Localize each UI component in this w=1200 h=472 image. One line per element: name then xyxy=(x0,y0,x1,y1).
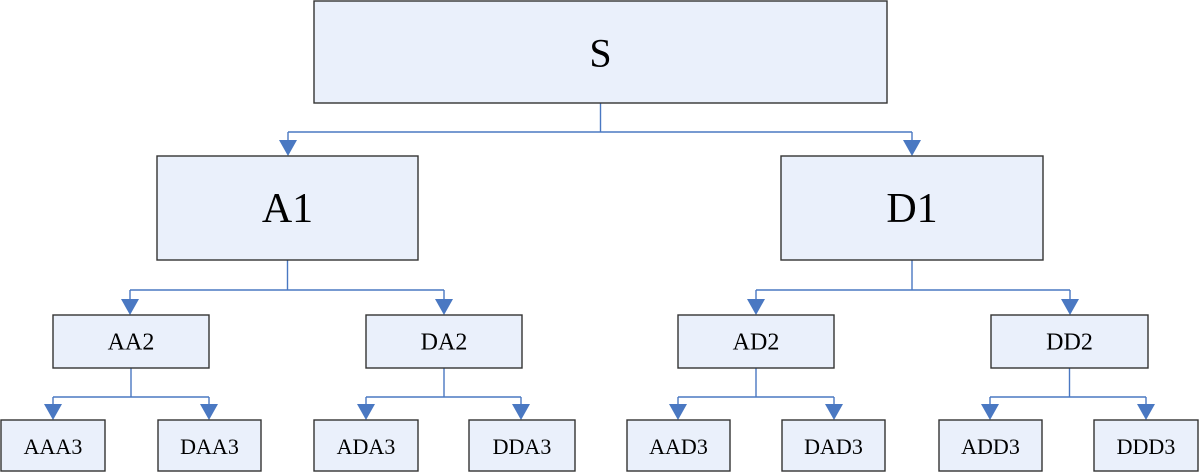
arrow-head-icon xyxy=(981,404,999,420)
node-box xyxy=(468,419,576,472)
node-aaa3: AAA3 xyxy=(0,419,106,472)
node-box xyxy=(781,419,886,472)
arrow-head-icon xyxy=(279,140,297,156)
arrow-head-icon xyxy=(669,404,687,420)
arrow-head-icon xyxy=(44,404,62,420)
node-label: DD2 xyxy=(1046,330,1093,356)
node-label: DDD3 xyxy=(1117,434,1176,459)
node-box xyxy=(780,155,1044,261)
connectors xyxy=(44,103,1155,420)
node-aad3: AAD3 xyxy=(626,419,731,472)
node-box xyxy=(677,314,835,369)
node-box xyxy=(990,314,1149,369)
arrow-head-icon xyxy=(435,299,453,315)
node-ad2: AD2 xyxy=(677,314,835,369)
node-ada3: ADA3 xyxy=(313,419,419,472)
node-box xyxy=(156,155,419,261)
node-s: S xyxy=(313,0,888,104)
node-label: DAD3 xyxy=(804,434,863,459)
arrow-head-icon xyxy=(1137,404,1155,420)
node-box xyxy=(1093,419,1199,472)
arrow-head-icon xyxy=(903,140,921,156)
node-label: A1 xyxy=(262,186,313,232)
node-da2: DA2 xyxy=(365,314,523,369)
node-label: DDA3 xyxy=(493,434,552,459)
node-box xyxy=(365,314,523,369)
arrow-head-icon xyxy=(357,404,375,420)
node-aa2: AA2 xyxy=(52,314,210,369)
node-box xyxy=(52,314,210,369)
node-d1: D1 xyxy=(780,155,1044,261)
node-label: S xyxy=(589,31,611,76)
node-box xyxy=(157,419,262,472)
arrow-head-icon xyxy=(747,299,765,315)
node-label: AAD3 xyxy=(649,434,708,459)
node-add3: ADD3 xyxy=(938,419,1043,472)
node-label: DAA3 xyxy=(180,434,239,459)
node-daa3: DAA3 xyxy=(157,419,262,472)
node-dda3: DDA3 xyxy=(468,419,576,472)
node-ddd3: DDD3 xyxy=(1093,419,1199,472)
node-label: AAA3 xyxy=(24,434,83,459)
node-box xyxy=(938,419,1043,472)
node-label: ADD3 xyxy=(961,434,1020,459)
node-box xyxy=(313,0,888,104)
arrow-head-icon xyxy=(121,299,139,315)
node-label: AA2 xyxy=(108,330,155,356)
node-label: DA2 xyxy=(421,330,468,356)
arrow-head-icon xyxy=(825,404,843,420)
node-box xyxy=(626,419,731,472)
node-dad3: DAD3 xyxy=(781,419,886,472)
node-a1: A1 xyxy=(156,155,419,261)
node-box xyxy=(313,419,419,472)
arrow-head-icon xyxy=(1061,299,1079,315)
node-label: D1 xyxy=(886,186,937,232)
node-dd2: DD2 xyxy=(990,314,1149,369)
node-box xyxy=(0,419,106,472)
arrow-head-icon xyxy=(512,404,530,420)
node-label: AD2 xyxy=(733,330,780,356)
arrow-head-icon xyxy=(200,404,218,420)
node-label: ADA3 xyxy=(337,434,396,459)
